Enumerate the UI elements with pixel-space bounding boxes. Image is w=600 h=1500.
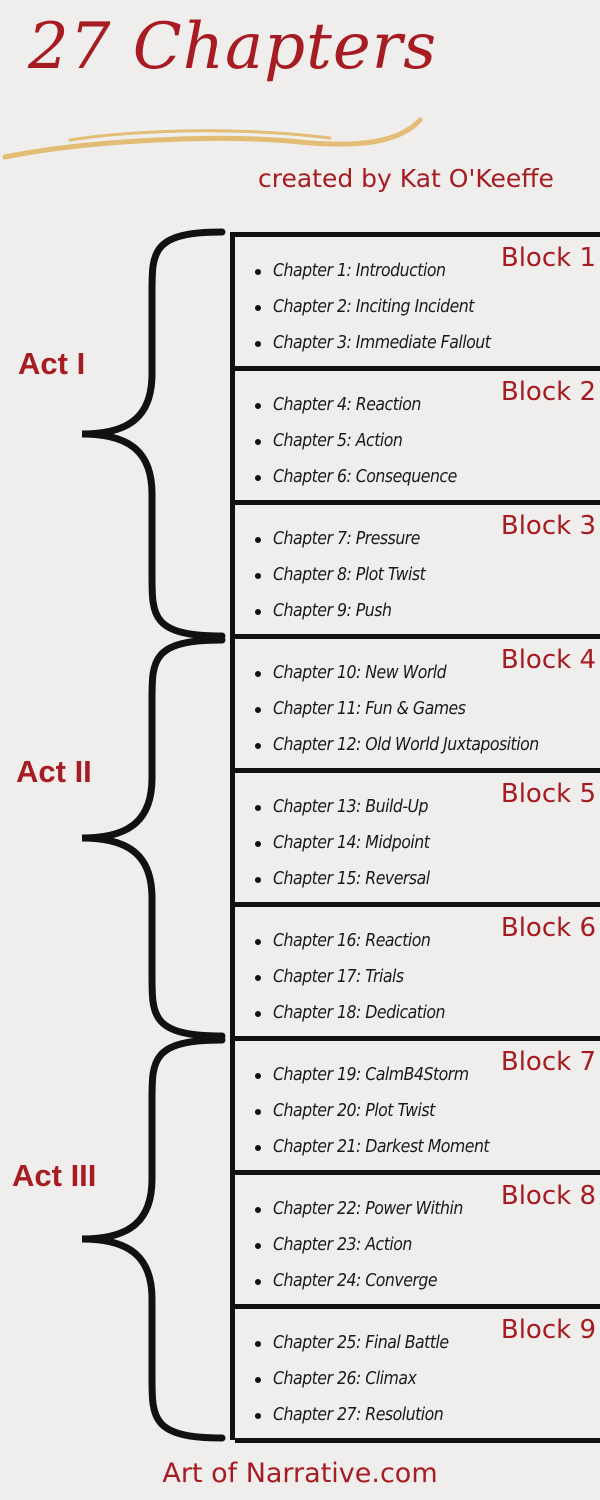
chapter-item: Chapter 26: Climax (255, 1361, 449, 1397)
chapter-item: Chapter 7: Pressure (254, 521, 425, 557)
act-label-3: Act III (12, 1158, 97, 1193)
block-label: Block 1 (500, 243, 596, 273)
swoosh-decoration (2, 117, 423, 160)
brace-act-2 (81, 636, 226, 1040)
chapter-item: Chapter 10: New World (255, 655, 539, 691)
block-label: Block 4 (500, 645, 596, 675)
block-label: Block 8 (500, 1181, 596, 1211)
brace-act-3 (81, 1036, 226, 1442)
chapter-item: Chapter 16: Reaction (255, 923, 445, 959)
chapter-item: Chapter 25: Final Battle (255, 1325, 449, 1361)
chapter-item: Chapter 14: Midpoint (255, 825, 430, 861)
page-title: 27 Chapters (28, 10, 438, 84)
chapter-item: Chapter 2: Inciting Incident (254, 289, 490, 325)
chapter-item: Chapter 5: Action (255, 423, 457, 459)
block-label: Block 9 (500, 1315, 596, 1345)
block-label: Block 2 (500, 377, 596, 407)
block-label: Block 6 (500, 913, 596, 943)
chapter-item: Chapter 3: Immediate Fallout (254, 325, 491, 361)
author-credit: created by Kat O'Keeffe (258, 164, 554, 193)
footer-website: Art of Narrative.com (162, 1458, 438, 1489)
chapter-item: Chapter 18: Dedication (255, 995, 445, 1031)
chapter-item: Chapter 22: Power Within (255, 1191, 463, 1227)
chapter-item: Chapter 19: CalmB4Storm (254, 1057, 489, 1093)
chapter-item: Chapter 8: Plot Twist (254, 557, 426, 593)
chapter-item: Chapter 6: Consequence (255, 459, 457, 495)
chapter-item: Chapter 24: Converge (255, 1263, 463, 1299)
brace-act-1 (81, 228, 226, 640)
chapter-item: Chapter 4: Reaction (255, 387, 457, 423)
block-label: Block 5 (500, 779, 596, 809)
chapter-item: Chapter 23: Action (255, 1227, 463, 1263)
block-label: Block 7 (500, 1047, 596, 1077)
chapter-item: Chapter 9: Push (254, 593, 425, 629)
chapter-item: Chapter 17: Trials (255, 959, 445, 995)
chapter-item: Chapter 11: Fun & Games (255, 691, 539, 727)
block-label: Block 3 (500, 511, 596, 541)
chapter-item: Chapter 27: Resolution (255, 1397, 449, 1433)
act-label-1: Act I (18, 346, 86, 381)
chapter-item: Chapter 15: Reversal (255, 861, 430, 897)
act-label-2: Act II (16, 754, 92, 789)
chapter-item: Chapter 12: Old World Juxtaposition (255, 727, 539, 763)
chapter-item: Chapter 20: Plot Twist (254, 1093, 489, 1129)
chapter-item: Chapter 13: Build-Up (255, 789, 430, 825)
chapter-item: Chapter 1: Introduction (254, 253, 490, 289)
chapter-item: Chapter 21: Darkest Moment (254, 1129, 490, 1165)
